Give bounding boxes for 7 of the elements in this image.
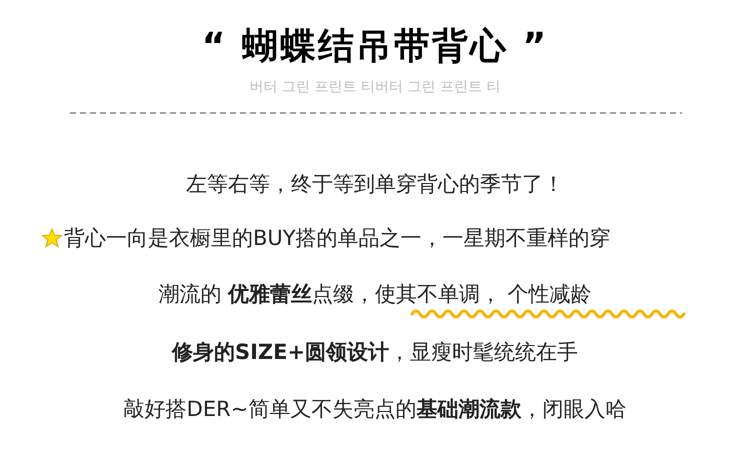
text-line: 左等右等，终于等到单穿背心的季节了！ [186,171,564,198]
text-line: 潮流的 优雅蕾丝点缀，使其不单调， 个性减龄 [158,281,592,308]
text-line: 敲好搭DER~简单又不失亮点的基础潮流款，闭眼入哈 [124,396,626,423]
subtitle: 버터 그린 프린트 티버터 그린 프린트 티 [250,78,500,96]
text-line: 修身的SIZE+圆领设计，显瘦时髦统统在手 [172,339,578,366]
title: “ 蝴蝶结吊带背心 ” [200,25,550,69]
text-line: 背心一向是衣橱里的BUY搭的单品之一，一星期不重样的穿 [64,225,611,252]
